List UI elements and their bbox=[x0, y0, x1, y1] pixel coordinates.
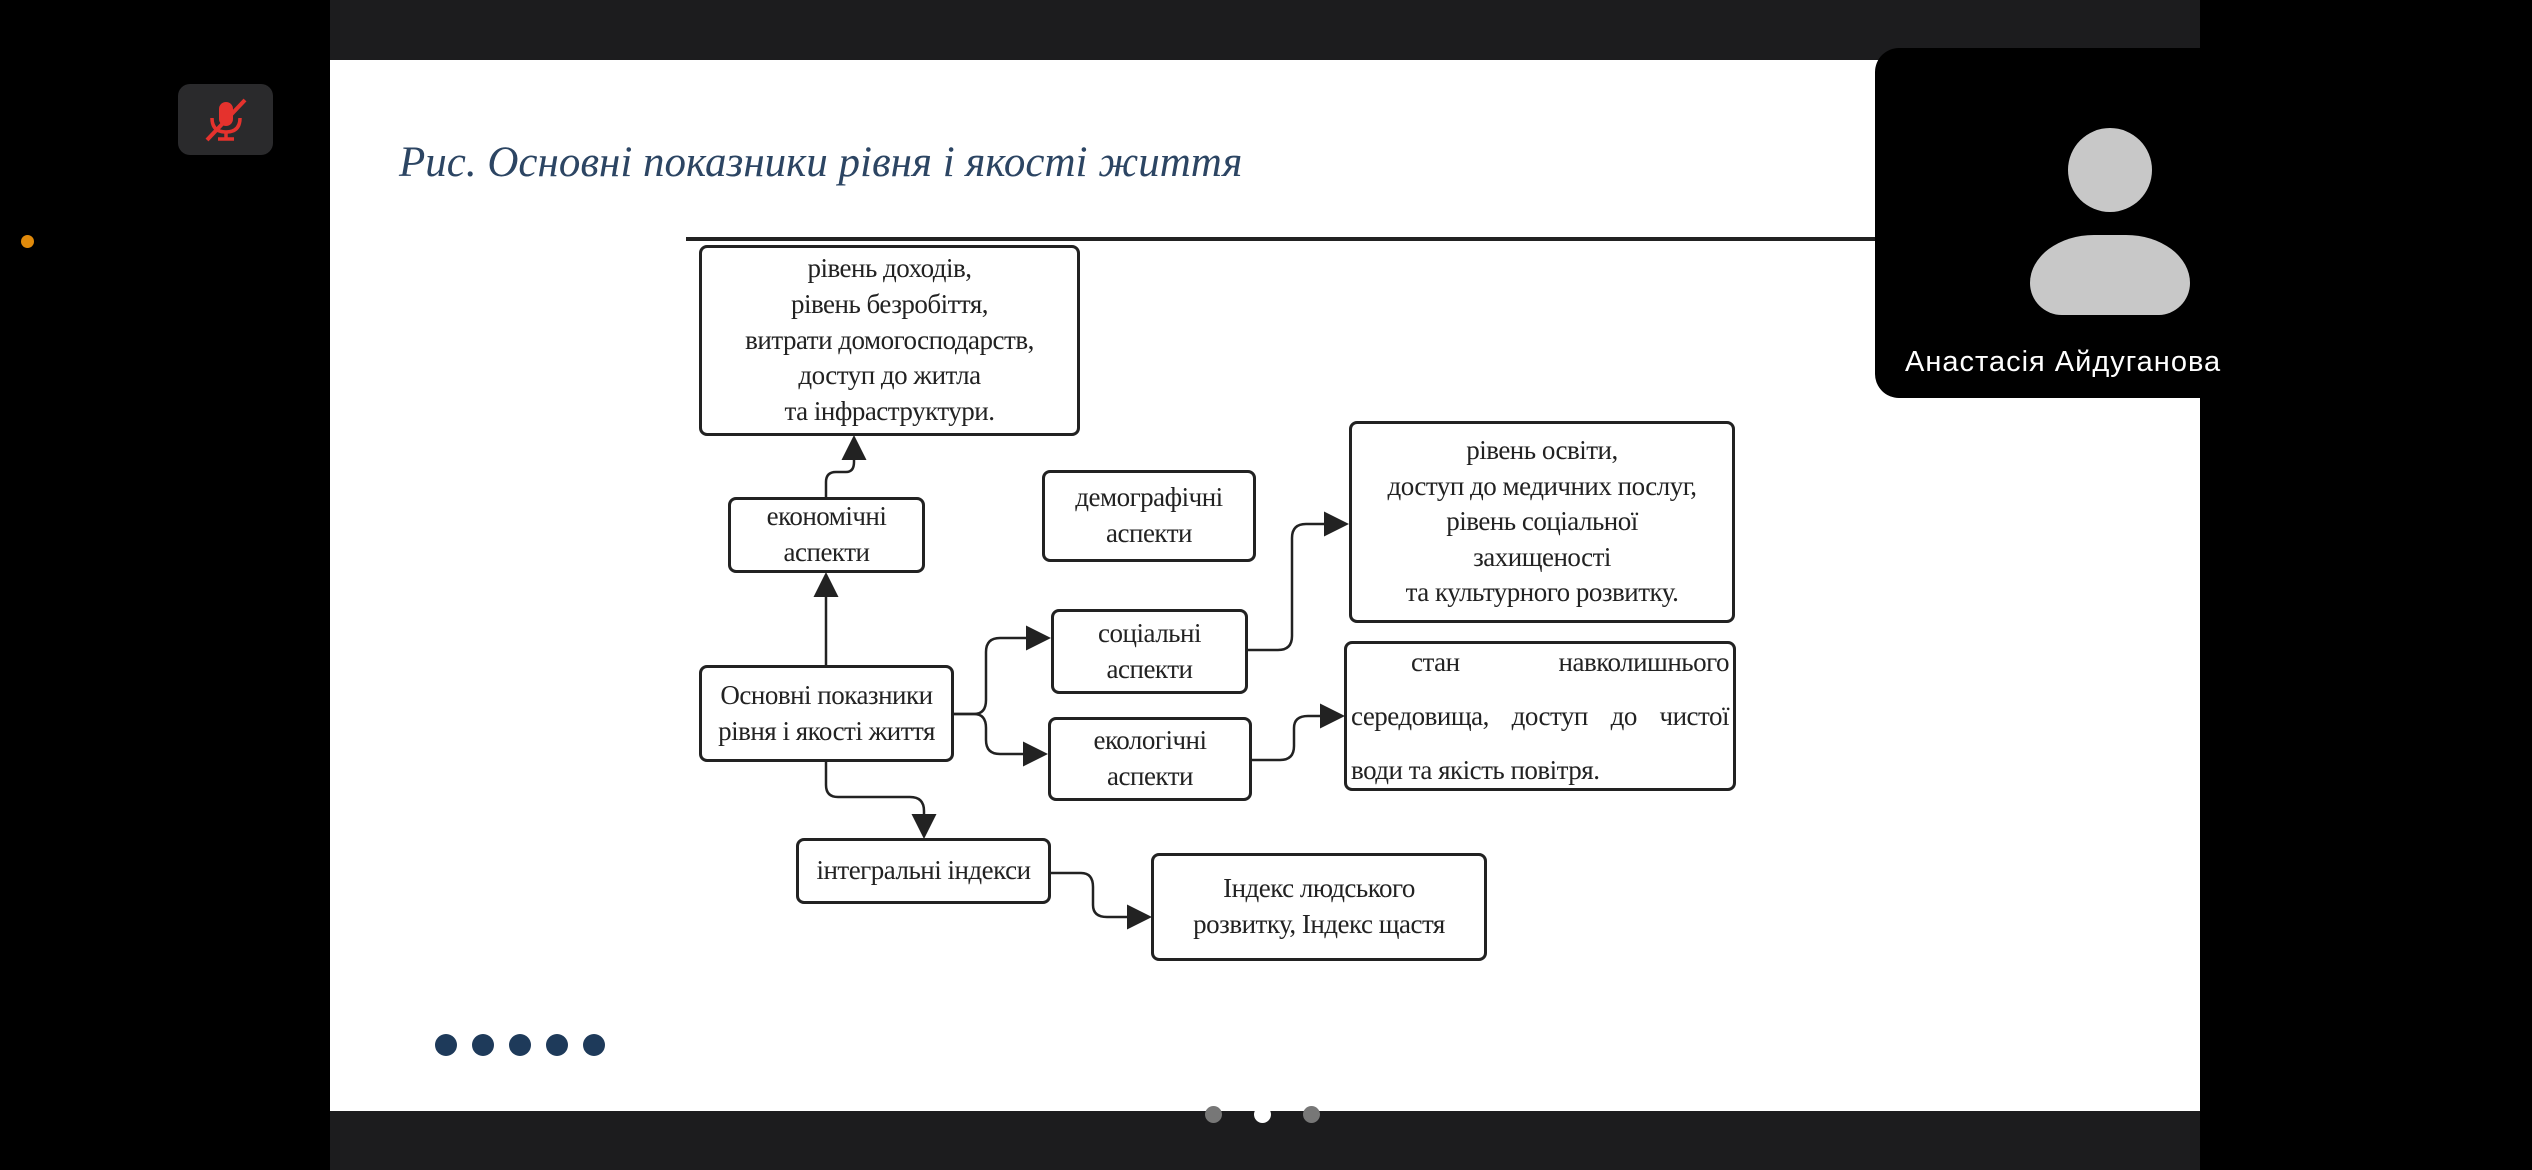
slide-decoration-dots bbox=[435, 1034, 605, 1056]
arrow-root-social bbox=[954, 625, 1051, 716]
integral-details-box: Індекс людського розвитку, Індекс щастя bbox=[1151, 853, 1487, 961]
title-divider bbox=[686, 237, 1886, 241]
dot bbox=[472, 1034, 494, 1056]
arrow-root-ecological bbox=[954, 712, 1048, 767]
mute-button[interactable] bbox=[178, 84, 273, 155]
ecological-details-text: стан навколишнього середовища, доступ до… bbox=[1351, 647, 1730, 785]
economic-aspects-box: економічні аспекти bbox=[728, 497, 925, 573]
page-indicator[interactable] bbox=[1205, 1106, 1320, 1123]
arrow-integral-details bbox=[1051, 871, 1152, 930]
slide-title: Рис. Основні показники рівня і якості жи… bbox=[399, 139, 1243, 186]
participant-name: Анастасія Айдуганова bbox=[1905, 346, 2222, 378]
social-aspects-box: соціальні аспекти bbox=[1051, 609, 1248, 694]
integral-details-text: Індекс людського розвитку, Індекс щастя bbox=[1193, 873, 1445, 939]
page-dot-1[interactable] bbox=[1205, 1106, 1222, 1123]
social-details-text: рівень освіти, доступ до медичних послуг… bbox=[1387, 434, 1697, 608]
social-aspects-text: соціальні аспекти bbox=[1098, 617, 1201, 684]
ecological-aspects-box: екологічні аспекти bbox=[1048, 717, 1252, 801]
arrow-economic-details bbox=[824, 435, 867, 497]
demographic-aspects-text: демографічні аспекти bbox=[1075, 482, 1223, 548]
root-text: Основні показники рівня і якості життя bbox=[718, 679, 935, 746]
dot bbox=[435, 1034, 457, 1056]
economic-details-box: рівень доходів, рівень безробіття, витра… bbox=[699, 245, 1080, 436]
participant-video-tile[interactable] bbox=[1875, 48, 2200, 398]
mic-off-icon bbox=[205, 98, 246, 141]
demographic-aspects-box: демографічні аспекти bbox=[1042, 470, 1256, 562]
ecological-details-box: стан навколишнього середовища, доступ до… bbox=[1344, 641, 1736, 791]
dot bbox=[583, 1034, 605, 1056]
ecological-aspects-text: екологічні аспекти bbox=[1093, 725, 1207, 791]
status-dot bbox=[21, 235, 34, 248]
economic-details-text: рівень доходів, рівень безробіття, витра… bbox=[745, 253, 1034, 426]
avatar-icon-body bbox=[2030, 235, 2190, 315]
page-dot-3[interactable] bbox=[1303, 1106, 1320, 1123]
social-details-box: рівень освіти, доступ до медичних послуг… bbox=[1349, 421, 1735, 623]
arrow-social-details bbox=[1248, 511, 1349, 652]
dot bbox=[546, 1034, 568, 1056]
integral-indices-text: інтегральні індекси bbox=[816, 855, 1031, 886]
arrow-root-integral bbox=[824, 762, 937, 839]
integral-indices-box: інтегральні індекси bbox=[796, 838, 1051, 904]
avatar-icon-head bbox=[2068, 128, 2152, 212]
dot bbox=[509, 1034, 531, 1056]
arrow-ecological-details bbox=[1252, 703, 1345, 762]
root-box: Основні показники рівня і якості життя bbox=[699, 665, 954, 762]
economic-aspects-text: економічні аспекти bbox=[766, 501, 887, 567]
page-dot-2-active[interactable] bbox=[1254, 1106, 1271, 1123]
